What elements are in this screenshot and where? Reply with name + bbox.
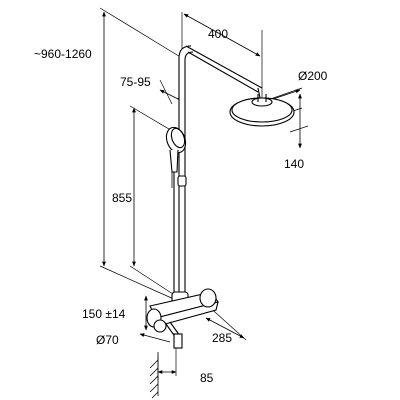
dim-overhead-drop: 140 [284, 157, 304, 171]
dimension-labels: 400 ~960-1260 75-95 Ø200 140 855 150 ±14… [34, 27, 328, 385]
dim-total-height: ~960-1260 [34, 47, 92, 61]
dim-wall-to-rail: 85 [200, 371, 214, 385]
dim-inlet-spacing: 150 ±14 [82, 307, 126, 321]
dim-overhead-diameter: Ø200 [298, 69, 328, 83]
overhead-shower-head [229, 94, 295, 127]
dim-hand-shower-offset: 75-95 [120, 75, 151, 89]
dim-arm-length: 400 [208, 27, 228, 41]
shower-riser-pipe [178, 45, 194, 300]
dim-wall-rose-diameter: Ø70 [96, 333, 119, 347]
dimension-lines [102, 11, 302, 374]
dim-mixer-depth: 285 [212, 331, 232, 345]
shower-arm [185, 45, 263, 99]
hand-shower [165, 126, 187, 188]
thermostatic-mixer [146, 288, 219, 349]
dim-rail-height: 855 [112, 191, 132, 205]
wall-hatching [149, 352, 159, 399]
